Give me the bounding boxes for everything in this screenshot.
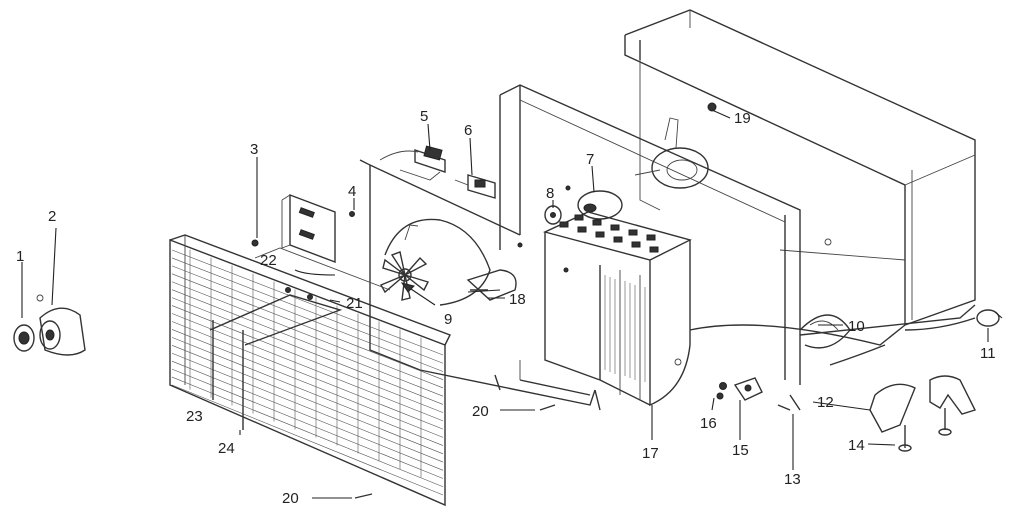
callout-16: 16 bbox=[700, 415, 717, 432]
callout-4: 4 bbox=[348, 183, 356, 200]
callout-8: 8 bbox=[546, 185, 554, 202]
hardware-screws bbox=[354, 102, 801, 499]
callout-20-lower: 20 bbox=[282, 490, 299, 507]
grille-louver bbox=[171, 337, 444, 446]
coil-tubes bbox=[559, 214, 659, 253]
capacitor bbox=[544, 205, 562, 225]
control-knob-small bbox=[13, 324, 35, 352]
callout-12: 12 bbox=[817, 394, 834, 411]
callout-23: 23 bbox=[186, 408, 203, 425]
grille-louver bbox=[171, 313, 444, 422]
compressor bbox=[577, 190, 623, 220]
grille-louver bbox=[171, 257, 444, 364]
callout-11: 11 bbox=[980, 345, 996, 362]
callout-5: 5 bbox=[420, 108, 428, 125]
callout-10: 10 bbox=[848, 318, 865, 335]
callout-19: 19 bbox=[734, 110, 751, 127]
callout-20-upper: 20 bbox=[472, 403, 489, 420]
callout-13: 13 bbox=[784, 471, 801, 488]
grille-louvers bbox=[171, 249, 444, 496]
grille-louver bbox=[171, 289, 444, 397]
control-knob-large bbox=[36, 294, 86, 356]
callout-18: 18 bbox=[509, 291, 526, 308]
callout-6: 6 bbox=[464, 122, 472, 139]
drain-hose bbox=[799, 314, 851, 349]
fan-blade bbox=[379, 251, 429, 301]
callout-9: 9 bbox=[444, 311, 452, 328]
callout-24: 24 bbox=[218, 440, 235, 457]
control-switch bbox=[379, 145, 446, 181]
grille-louver bbox=[171, 281, 444, 389]
power-cord-plug bbox=[904, 309, 1003, 331]
callout-7: 7 bbox=[586, 151, 594, 168]
callout-labels: 1 2 3 4 5 6 7 8 9 10 11 12 13 14 15 16 1… bbox=[16, 108, 996, 507]
callout-1: 1 bbox=[16, 248, 24, 265]
small-screw-4 bbox=[349, 211, 355, 217]
mounting-foot-right bbox=[929, 375, 976, 436]
fan-assembly bbox=[379, 218, 517, 306]
callout-17: 17 bbox=[642, 445, 659, 462]
grille-louver bbox=[171, 273, 444, 380]
callout-15: 15 bbox=[732, 442, 749, 459]
partition-panel bbox=[499, 84, 801, 385]
grille-louver bbox=[171, 352, 444, 463]
mounting-bracket bbox=[251, 193, 336, 264]
cabinet-housing bbox=[624, 9, 976, 366]
grille-louver bbox=[171, 360, 444, 471]
callout-14: 14 bbox=[848, 437, 865, 454]
grille-louver bbox=[171, 384, 444, 496]
callout-3: 3 bbox=[250, 141, 258, 158]
grille-louver bbox=[171, 368, 444, 479]
callout-22: 22 bbox=[260, 252, 277, 269]
grille-louver bbox=[171, 305, 444, 413]
callout-2: 2 bbox=[48, 208, 56, 225]
evaporator-coil bbox=[542, 211, 692, 407]
grille-louver bbox=[171, 329, 444, 438]
grille-louver bbox=[171, 265, 444, 372]
grille-louver bbox=[171, 345, 444, 455]
thermostat bbox=[454, 174, 496, 199]
leader-lines bbox=[21, 109, 989, 499]
chassis-base bbox=[359, 159, 601, 411]
grille-louver bbox=[171, 376, 444, 488]
grille-louver bbox=[171, 321, 444, 430]
grille-louver bbox=[171, 249, 444, 356]
mounting-foot-left bbox=[869, 383, 916, 452]
callout-21: 21 bbox=[346, 295, 363, 312]
coil-fins bbox=[604, 275, 646, 382]
grille-louver bbox=[171, 297, 444, 405]
front-grille bbox=[169, 234, 451, 507]
